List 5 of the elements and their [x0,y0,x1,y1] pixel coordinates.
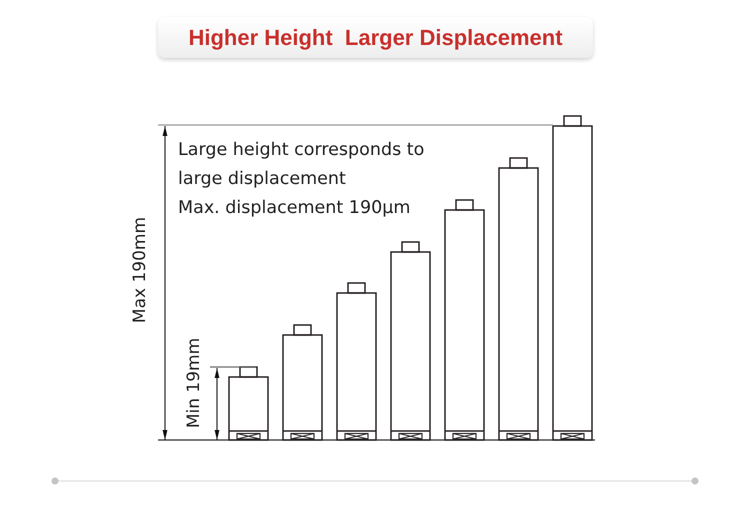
description-text: Max. displacement 190μm [178,197,412,220]
dimension-label: Min 19mm [184,338,204,428]
description-text: Large height corresponds to large displacement [178,139,426,191]
dimension-label: Max 190mm [130,216,150,324]
title-banner: Higher Height Larger Displacement [158,17,593,58]
